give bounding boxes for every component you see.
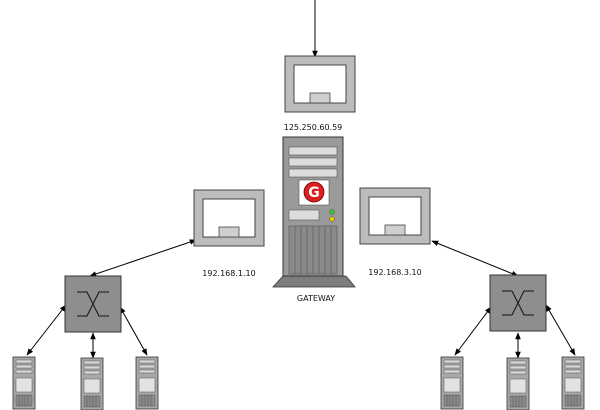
right-switch-to-client-3-link: [545, 304, 576, 356]
client-computer-icon: [80, 357, 104, 410]
left-switch-to-client-3-link: [119, 306, 148, 356]
network-adapter-icon: [359, 187, 431, 245]
network-switch-icon: [64, 275, 122, 333]
client-computer-icon: [12, 356, 36, 410]
right-switch-to-client-1-link: [454, 306, 492, 356]
right-adapter-to-switch-link: [431, 240, 519, 277]
connectors: [26, 0, 576, 359]
left-switch-to-client-1-link: [26, 304, 67, 356]
right-lan-ip-label: 192.168.3.10: [368, 268, 421, 277]
gateway-logo-icon: [303, 181, 325, 203]
wan-ip-label: 125.250.60.59: [284, 123, 343, 132]
power-led-green: [329, 209, 335, 215]
server-tower-icon: [272, 136, 356, 288]
client-computer-icon: [440, 356, 464, 410]
activity-led-yellow: [329, 216, 335, 222]
client-computer-icon: [506, 357, 530, 410]
client-computer-icon: [135, 356, 159, 410]
gateway-logo-letter: G: [308, 185, 320, 201]
network-adapter-icon: [193, 189, 265, 247]
gateway-label: GATEWAY: [297, 294, 335, 303]
left-adapter-to-switch-link: [89, 239, 197, 277]
network-switch-icon: [489, 274, 547, 332]
client-computer-icon: [561, 356, 585, 410]
network-adapter-icon: [284, 55, 356, 113]
left-lan-ip-label: 192.168.1.10: [202, 269, 255, 278]
